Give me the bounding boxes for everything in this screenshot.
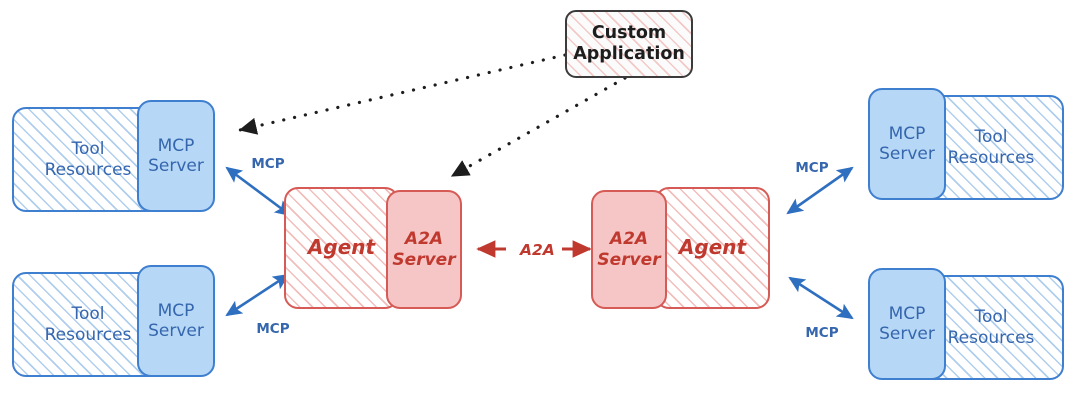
node-left-top-mcp-server[interactable]: MCP Server	[137, 100, 215, 212]
node-right-bottom-mcp-server[interactable]: MCP Server	[868, 268, 946, 380]
node-left-a2a-server[interactable]: A2A Server	[386, 190, 462, 309]
edge-app-to-a2a-server	[450, 76, 627, 178]
edge-left-top-mcp: MCP	[225, 156, 292, 217]
edge-label-a2a: A2A	[519, 241, 555, 259]
node-custom-application[interactable]: Custom Application	[565, 10, 693, 78]
edge-a2a-link: A2A	[476, 240, 592, 259]
edge-label-left-top-mcp: MCP	[251, 156, 284, 172]
node-right-top-mcp-server[interactable]: MCP Server	[868, 88, 946, 200]
edge-label-left-bottom-mcp: MCP	[256, 321, 289, 337]
edge-left-bottom-mcp: MCP	[225, 273, 290, 337]
edge-app-to-mcp-server	[238, 53, 567, 135]
node-right-agent[interactable]: Agent	[655, 187, 770, 309]
node-left-bottom-mcp-server[interactable]: MCP Server	[137, 265, 215, 377]
edge-label-right-top-mcp: MCP	[795, 160, 828, 176]
node-left-agent[interactable]: Agent	[284, 187, 399, 309]
edge-right-bottom-mcp: MCP	[788, 276, 854, 341]
edge-label-right-bottom-mcp: MCP	[805, 325, 838, 341]
edge-right-top-mcp: MCP	[786, 160, 854, 215]
node-right-a2a-server[interactable]: A2A Server	[591, 190, 667, 309]
